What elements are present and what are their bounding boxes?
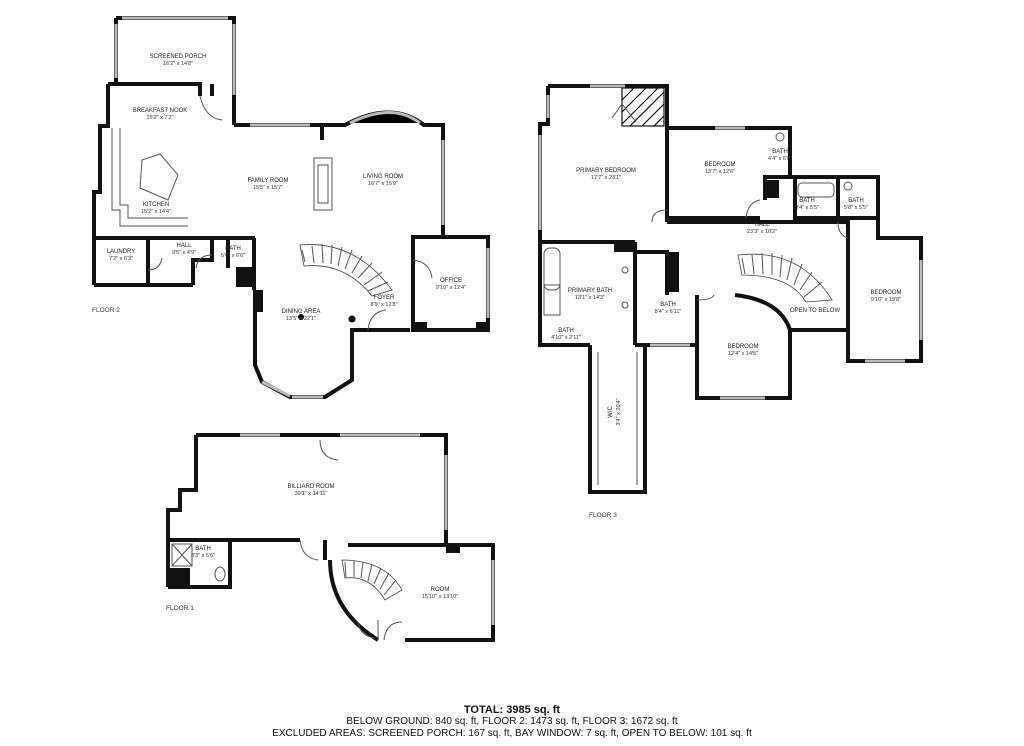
- dims-wc: 3'4" x 20'4": [616, 398, 622, 425]
- dims-hall-f3: 23'3" x 10'2": [747, 229, 777, 235]
- dims-dining-area: 13'5" x 22'1": [286, 316, 316, 322]
- dims-living-room: 16'7" x 16'9": [368, 181, 398, 187]
- floor-2-plan: SCREENED PORCH 16'2" x 14'8" BREAKFAST N…: [92, 16, 490, 399]
- dims-room-f1: 15'10" x 13'10": [422, 594, 458, 600]
- dims-hall-f2: 9'5" x 4'9": [172, 250, 196, 256]
- dims-bath-f2: 5'0" x 6'6": [221, 253, 245, 259]
- dims-bath-e: 8'4" x 6'11": [655, 309, 682, 315]
- floor-1-plan: BILLIARD ROOM 39'1" x 14'11" ROOM 15'10"…: [166, 433, 495, 642]
- label-open-to-below: OPEN TO BELOW: [790, 308, 840, 314]
- room-bedroom-1: BEDROOM: [704, 162, 735, 168]
- dims-bath-f1: 8'3" x 5'6": [191, 553, 215, 559]
- room-screened-porch: SCREENED PORCH: [150, 54, 207, 60]
- excluded-areas: EXCLUDED AREAS: SCREENED PORCH: 167 sq. …: [272, 728, 752, 739]
- room-primary-bedroom: PRIMARY BEDROOM: [576, 168, 636, 174]
- room-hall-f2: HALL: [176, 243, 192, 249]
- dims-bath-b: 9'4" x 5'5": [795, 205, 819, 211]
- floor-1-label: FLOOR 1: [166, 605, 194, 612]
- room-foyer: FOYER: [374, 295, 395, 301]
- room-dining-area: DINING AREA: [282, 309, 321, 315]
- dims-bath-a: 4'4" x 6'8": [768, 156, 792, 162]
- dims-breakfast-nook: 15'2" x 7'2": [146, 115, 173, 121]
- room-living-room: LIVING ROOM: [363, 174, 403, 180]
- dims-screened-porch: 16'2" x 14'8": [163, 61, 193, 67]
- room-primary-bath: PRIMARY BATH: [568, 288, 612, 294]
- room-wc: W/C: [608, 406, 614, 418]
- room-bedroom-3: BEDROOM: [727, 344, 758, 350]
- floor-3-label: FLOOR 3: [589, 512, 617, 519]
- room-bedroom-2: BEDROOM: [870, 290, 901, 296]
- dims-primary-bath: 13'1" x 14'3": [575, 295, 605, 301]
- dims-office: 9'10" x 12'4": [436, 285, 466, 291]
- room-family-room: FAMILY ROOM: [247, 178, 288, 184]
- dims-bedroom-1: 13'7" x 12'6": [705, 169, 735, 175]
- dims-kitchen: 15'2" x 14'4": [141, 209, 171, 215]
- room-bath-b: BATH: [799, 198, 815, 204]
- room-laundry: LAUNDRY: [107, 249, 136, 255]
- dims-bath-d: 4'10" x 2'11": [551, 335, 581, 341]
- room-hall-f3: HALL: [754, 222, 770, 228]
- room-breakfast-nook: BREAKFAST NOOK: [133, 108, 188, 114]
- room-kitchen: KITCHEN: [143, 202, 169, 208]
- dims-foyer: 8'9" x 12'8": [370, 302, 397, 308]
- dims-bedroom-3: 12'4" x 14'5": [728, 351, 758, 357]
- room-bath-c: BATH: [848, 198, 864, 204]
- total-area: TOTAL: 3985 sq. ft: [463, 704, 561, 716]
- room-bath-a: BATH: [772, 149, 788, 155]
- room-office: OFFICE: [440, 278, 462, 284]
- dims-bath-c: 5'8" x 5'5": [844, 205, 868, 211]
- room-billiard-room: BILLIARD ROOM: [287, 484, 334, 490]
- dims-billiard-room: 39'1" x 14'11": [295, 491, 328, 497]
- floor-3-plan: PRIMARY BEDROOM 17'7" x 23'1" BEDROOM 13…: [538, 84, 923, 519]
- room-bath-f1: BATH: [195, 546, 211, 552]
- room-bath-d: BATH: [558, 328, 574, 334]
- room-bath-e: BATH: [660, 302, 676, 308]
- dims-primary-bedroom: 17'7" x 23'1": [591, 175, 621, 181]
- dims-bedroom-2: 9'10" x 19'8": [871, 297, 901, 303]
- room-room-f1: ROOM: [431, 587, 450, 593]
- floor-2-label: FLOOR 2: [92, 307, 120, 314]
- dims-laundry: 7'2" x 6'3": [109, 256, 133, 262]
- room-bath-f2: BATH: [225, 246, 241, 252]
- dims-family-room: 15'5" x 15'7": [253, 185, 283, 191]
- area-breakdown: BELOW GROUND: 840 sq. ft, FLOOR 2: 1473 …: [346, 716, 678, 727]
